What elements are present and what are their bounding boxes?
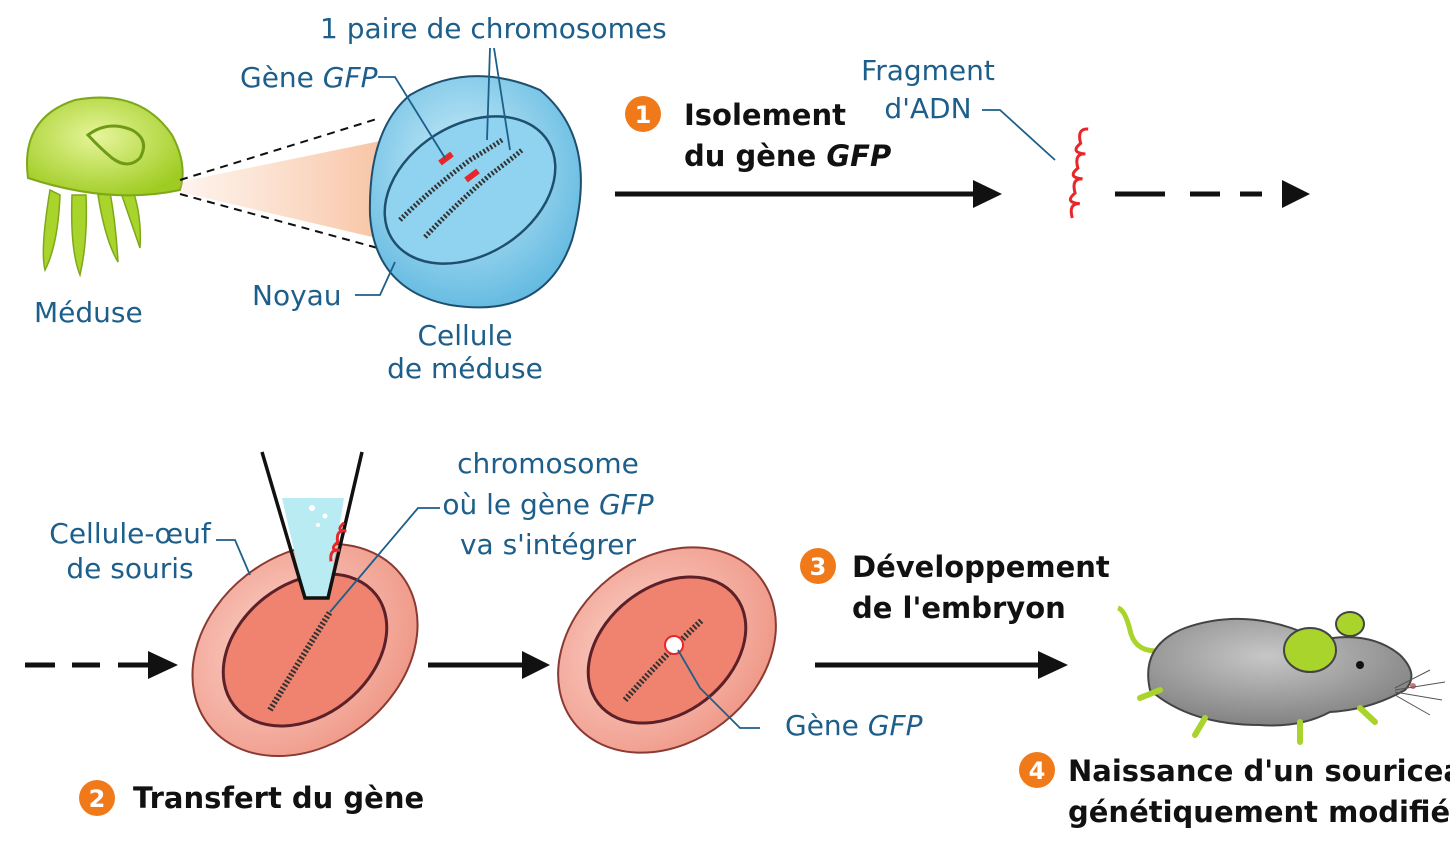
dna-fragment-label-2: d'ADN: [884, 92, 971, 125]
jellyfish-cell-label-2: de méduse: [387, 352, 543, 385]
step-3-number: 3: [810, 553, 827, 581]
pipette-dna-helix: [329, 521, 347, 562]
dashed-arrow-top-head: [1282, 180, 1310, 208]
step-3-title-line2: de l'embryon: [852, 591, 1066, 625]
step-4-title-line2: génétiquement modifié: [1068, 795, 1450, 829]
egg-cell-label-1: Cellule-œuf: [49, 517, 212, 550]
mouse-egg-cell-1: [191, 542, 419, 758]
step-1-title-line1: Isolement: [684, 98, 846, 132]
mouse-eye: [1356, 661, 1364, 669]
mouse-whiskers: [1394, 669, 1446, 716]
zoom-beam: [180, 140, 385, 240]
dna-fragment-label-1: Fragment: [861, 54, 995, 87]
gfp-mouse-illustration: [1116, 605, 1446, 745]
step-1: 1 Isolement du gène GFP: [625, 96, 891, 173]
chromosome-2: [423, 148, 524, 239]
chromosome-pair-label: 1 paire de chromosomes: [320, 12, 667, 45]
step-2: 2 Transfert du gène: [79, 780, 424, 816]
mouse-body: [1147, 617, 1413, 727]
nucleus-label: Noyau: [252, 279, 342, 312]
step-3: 3 Développement de l'embryon: [800, 548, 1110, 625]
target-chromosome-label-1: chromosome: [457, 447, 639, 480]
chromosome-1: [398, 137, 504, 222]
mouse-nose: [1410, 683, 1416, 689]
chromosome-pointer-2: [493, 47, 511, 151]
mouse-tail: [1116, 605, 1166, 654]
step-4: 4 Naissance d'un souriceau génétiquement…: [1019, 752, 1450, 829]
mouse-ear-front: [1335, 611, 1365, 637]
gfp-gene2-pointer: [677, 649, 760, 729]
step-1-number: 1: [635, 101, 652, 129]
step-1-title-line2: du gène GFP: [684, 139, 891, 173]
dashed-arrow-bottom-head: [148, 651, 178, 679]
nucleus-pointer: [355, 261, 396, 296]
target-chromosome-label-2: où le gène GFP: [442, 488, 653, 521]
gfp-gene-mark-1: [438, 151, 454, 166]
dna-fragment-helix: [1068, 127, 1089, 219]
zoom-line-top: [179, 117, 381, 181]
gfp-gene-mark-2: [464, 168, 480, 183]
jellyfish-illustration: [26, 96, 184, 278]
step-2-title: Transfert du gène: [133, 781, 424, 815]
dna-fragment-pointer: [982, 109, 1056, 161]
jellyfish-cell: [368, 75, 582, 309]
egg-cell-label-2: de souris: [66, 552, 193, 585]
gfp-gene-label: Gène GFP: [240, 61, 378, 94]
step-1-badge: [625, 96, 661, 132]
step-4-title-line1: Naissance d'un souriceau: [1068, 754, 1450, 788]
egg-cell-pointer: [216, 539, 251, 576]
chromosome-pointer-1: [486, 47, 491, 141]
arrow-step-1-head: [973, 180, 1002, 208]
mouse-ear-back: [1283, 627, 1337, 673]
jellyfish-cell-label-1: Cellule: [417, 319, 512, 352]
target-chromosome-pointer: [329, 507, 440, 613]
step-4-number: 4: [1029, 757, 1046, 785]
step-2-number: 2: [89, 785, 106, 813]
step-3-badge: [800, 548, 836, 584]
arrow-cell-to-cell-head: [522, 651, 550, 679]
mouse-egg-cell-2: [557, 546, 777, 754]
step-3-title-line1: Développement: [852, 550, 1110, 584]
step-2-badge: [79, 780, 115, 816]
jellyfish-label: Méduse: [34, 296, 143, 329]
arrow-step-3-head: [1038, 651, 1068, 679]
mouse-paws: [1137, 687, 1378, 745]
micropipette: [260, 451, 364, 600]
step-4-badge: [1019, 752, 1055, 788]
gfp-gene-pointer: [378, 76, 446, 159]
target-chromosome-label-3: va s'intégrer: [460, 528, 637, 561]
gfp-gene2-label: Gène GFP: [785, 709, 923, 742]
integrated-gfp-gene: [664, 635, 684, 655]
egg-chromosome-1: [267, 610, 333, 712]
zoom-line-bottom: [179, 193, 386, 251]
